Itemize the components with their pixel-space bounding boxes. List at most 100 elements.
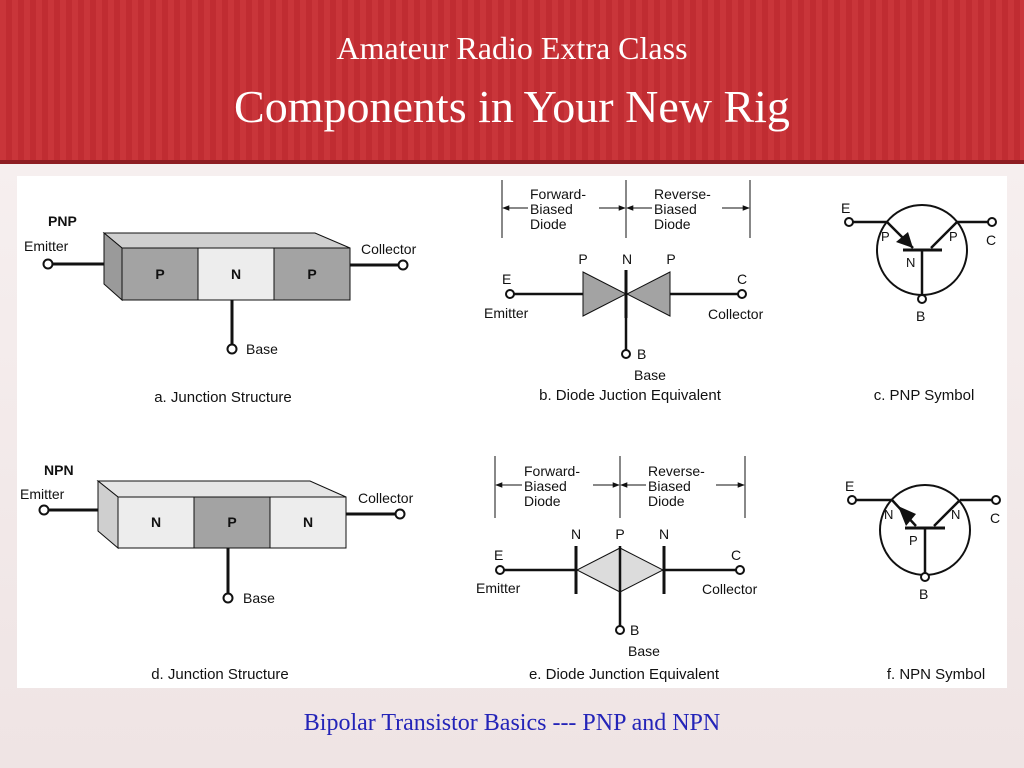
pnp-symbol-c-terminal — [987, 217, 997, 227]
npn-diode-triangle-left — [575, 547, 621, 593]
npn-diode-region: N — [659, 526, 669, 542]
slide-caption: Bipolar Transistor Basics --- PNP and NP… — [303, 710, 721, 736]
npn-junction-structure: NPN N P N Emitter Collector Base d. Junc… — [20, 462, 414, 683]
pnp-diode-region: P — [666, 251, 675, 267]
pnp-symbol-c: C — [986, 232, 996, 248]
pnp-junction-structure: PNP P N P Emitter Collector Base a. Junc… — [24, 213, 417, 406]
pnp-region-label: P — [155, 266, 164, 282]
npn-emitter-label: Emitter — [20, 486, 65, 502]
npn-symbol-caption: f. NPN Symbol — [887, 666, 985, 683]
npn-forward-label: Diode — [524, 493, 561, 509]
npn-diode-c-terminal — [735, 565, 745, 575]
header-title: Components in Your New Rig — [234, 81, 790, 132]
pnp-region-p1 — [121, 247, 199, 301]
pnp-forward-label: Biased — [530, 201, 573, 217]
pnp-diode-e-terminal — [505, 289, 515, 299]
npn-region-n2 — [269, 496, 347, 549]
npn-block-top — [96, 480, 347, 498]
npn-symbol-c: C — [990, 510, 1000, 526]
npn-base-terminal — [222, 592, 234, 604]
pnp-diode-b-terminal — [621, 349, 631, 359]
npn-region-label: N — [151, 514, 161, 530]
pnp-diode-c: C — [737, 271, 747, 287]
npn-region-p — [193, 496, 271, 549]
pnp-symbol-e: E — [841, 200, 850, 216]
npn-diode-e: E — [494, 547, 503, 563]
pnp-block-top — [102, 232, 351, 249]
pnp-diode-e: E — [502, 271, 511, 287]
pnp-base-terminal — [226, 343, 238, 355]
npn-diode-equivalent: Forward- Biased Diode Reverse- Biased Di… — [476, 456, 758, 683]
npn-symbol-collector-leg — [933, 499, 961, 527]
pnp-region-p2 — [273, 247, 351, 301]
pnp-reverse-label: Diode — [654, 216, 691, 232]
pnp-diode-base: Base — [634, 367, 666, 383]
pnp-diode-triangle-right — [625, 271, 671, 317]
npn-forward-label: Forward- — [524, 463, 580, 479]
npn-diode-b: B — [630, 622, 639, 638]
diagram-panel: PNP P N P Emitter Collector Base a. Junc… — [17, 176, 1007, 688]
npn-type-label: NPN — [44, 462, 74, 478]
npn-forward-label: Biased — [524, 478, 567, 494]
npn-emitter-terminal — [38, 504, 50, 516]
pnp-forward-label: Forward- — [530, 186, 586, 202]
pnp-region-label: P — [307, 266, 316, 282]
pnp-symbol-region: P — [881, 229, 890, 244]
pnp-forward-label: Diode — [530, 216, 567, 232]
npn-region-n1 — [117, 496, 195, 549]
pnp-symbol-e-terminal — [844, 217, 854, 227]
npn-diode-collector: Collector — [702, 581, 758, 597]
npn-symbol-region: N — [951, 507, 960, 522]
pnp-diode-b: B — [637, 346, 646, 362]
npn-symbol-arrow — [898, 506, 916, 526]
npn-diode-e-terminal — [495, 565, 505, 575]
npn-symbol-region: P — [909, 533, 918, 548]
npn-symbol-c-terminal — [991, 495, 1001, 505]
npn-diode-b-terminal — [615, 625, 625, 635]
pnp-symbol-b: B — [916, 308, 925, 324]
pnp-symbol-collector-leg — [930, 221, 958, 249]
npn-diode-c: C — [731, 547, 741, 563]
pnp-diode-emitter: Emitter — [484, 305, 529, 321]
pnp-symbol-region: N — [906, 255, 915, 270]
npn-region-label: P — [227, 514, 236, 530]
npn-reverse-label: Reverse- — [648, 463, 705, 479]
npn-diode-caption: e. Diode Junction Equivalent — [529, 666, 720, 683]
pnp-structure-caption: a. Junction Structure — [154, 389, 292, 406]
header-subtitle: Amateur Radio Extra Class — [336, 30, 688, 66]
pnp-collector-label: Collector — [361, 241, 417, 257]
pnp-symbol-b-terminal — [917, 294, 927, 304]
npn-symbol-b-terminal — [920, 572, 930, 582]
pnp-symbol-region: P — [949, 229, 958, 244]
npn-symbol-b: B — [919, 586, 928, 602]
pnp-symbol-arrow — [896, 232, 913, 248]
npn-symbol-e: E — [845, 478, 854, 494]
pnp-diode-triangle-left — [582, 271, 628, 317]
pnp-diode-caption: b. Diode Juction Equivalent — [539, 387, 722, 404]
pnp-diode-c-terminal — [737, 289, 747, 299]
pnp-symbol-caption: c. PNP Symbol — [874, 387, 975, 404]
pnp-diode-region: P — [578, 251, 587, 267]
npn-diode-triangle-right — [619, 547, 665, 593]
npn-base-label: Base — [243, 590, 275, 606]
npn-diode-region: P — [615, 526, 624, 542]
npn-symbol: E C B N N P f. NPN Symbol — [845, 478, 1001, 683]
pnp-diode-collector: Collector — [708, 306, 764, 322]
npn-diode-region: N — [571, 526, 581, 542]
pnp-diode-equivalent: Forward- Biased Diode Reverse- Biased Di… — [484, 180, 764, 404]
pnp-reverse-label: Biased — [654, 201, 697, 217]
pnp-emitter-terminal — [42, 258, 54, 270]
npn-structure-caption: d. Junction Structure — [151, 666, 289, 683]
header-banner: Amateur Radio Extra Class Components in … — [0, 0, 1024, 164]
pnp-emitter-label: Emitter — [24, 238, 69, 254]
npn-diode-emitter: Emitter — [476, 580, 521, 596]
npn-reverse-label: Diode — [648, 493, 685, 509]
pnp-collector-terminal — [397, 259, 409, 271]
pnp-symbol: E C B P P N c. PNP Symbol — [841, 200, 997, 404]
pnp-type-label: PNP — [48, 213, 77, 229]
npn-symbol-e-terminal — [847, 495, 857, 505]
transistor-diagram: PNP P N P Emitter Collector Base a. Junc… — [20, 180, 1001, 683]
pnp-base-label: Base — [246, 341, 278, 357]
pnp-diode-region: N — [622, 251, 632, 267]
pnp-reverse-label: Reverse- — [654, 186, 711, 202]
